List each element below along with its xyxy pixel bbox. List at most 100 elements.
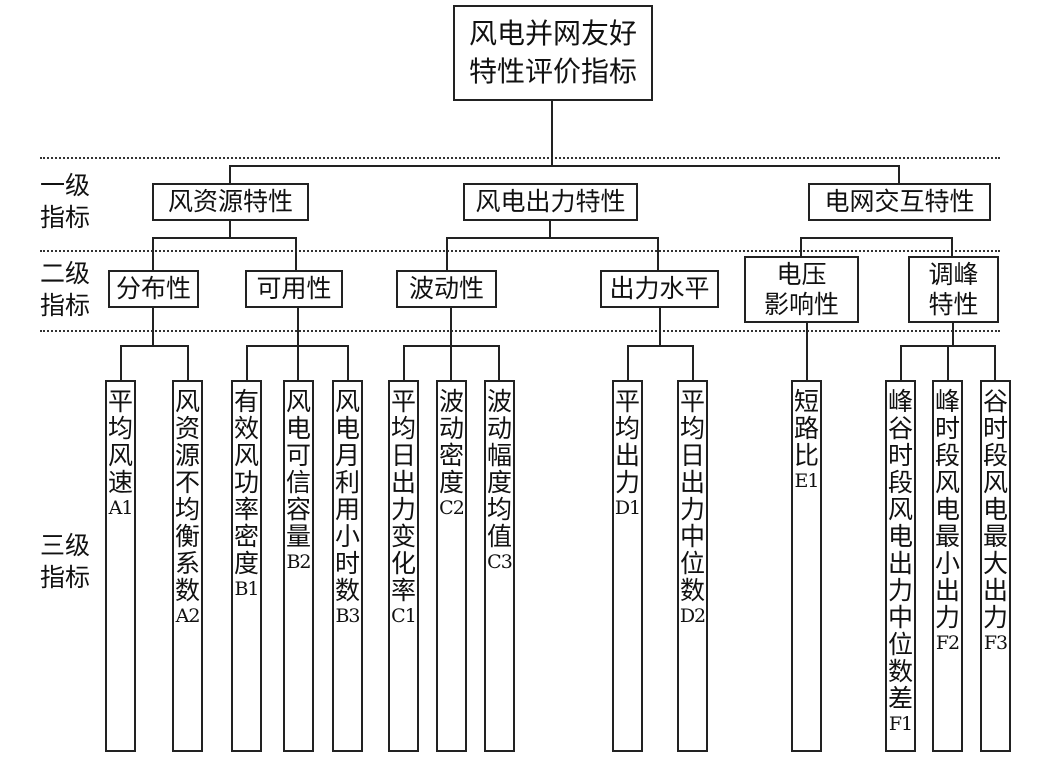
connector	[900, 345, 902, 381]
level2-node-distribution: 分布性	[108, 270, 199, 308]
connector	[295, 237, 297, 271]
node-label: 影响性	[763, 289, 839, 319]
connector	[229, 165, 231, 184]
leaf-text: 波动密度	[438, 387, 464, 497]
connector	[152, 237, 154, 271]
level1-label: 一级指标	[40, 170, 90, 234]
connector	[297, 306, 299, 346]
level-label-text: 三级	[40, 531, 91, 560]
leaf-code: C2	[439, 497, 465, 519]
connector	[446, 237, 448, 271]
leaf-text: 风资源不均衡系数	[174, 387, 200, 605]
connector	[800, 237, 953, 239]
connector	[657, 237, 659, 271]
leaf-code: B3	[335, 605, 360, 627]
leaf-text: 有效风功率密度	[233, 387, 259, 578]
level2-node-output-level: 出力水平	[600, 270, 719, 308]
leaf-text: 平均出力	[614, 387, 640, 497]
connector	[450, 345, 452, 381]
separator-middle	[40, 250, 1000, 252]
connector	[120, 345, 122, 381]
leaf-code: F2	[935, 632, 960, 654]
node-label: 波动性	[408, 274, 484, 303]
root-node: 风电并网友好 特性评价指标	[453, 5, 653, 101]
leaf-code: F3	[983, 632, 1008, 654]
leaf-code: A1	[108, 497, 134, 519]
level1-node-wind-output: 风电出力特性	[463, 183, 638, 221]
node-label: 分布性	[115, 274, 191, 303]
level2-label: 二级指标	[40, 258, 90, 322]
level2-node-peak-regulation: 调峰特性	[908, 256, 999, 323]
leaf-text: 风电可信容量	[285, 387, 311, 551]
node-label: 电压	[776, 259, 827, 289]
separator-top	[40, 157, 1000, 159]
leaf-text: 平均日出力中位数	[679, 387, 705, 605]
level-label-text: 二级	[40, 259, 91, 288]
leaf-text: 平均日出力变化率	[390, 387, 416, 605]
connector	[229, 219, 231, 238]
connector	[246, 345, 248, 381]
node-label: 特性	[928, 289, 979, 319]
leaf-text: 峰谷时段风电出力中位数差	[887, 387, 913, 713]
connector	[549, 219, 551, 238]
node-label: 风电出力特性	[475, 187, 626, 216]
connector	[551, 100, 553, 166]
leaf-code: F1	[888, 713, 913, 735]
connector	[951, 237, 953, 257]
connector	[806, 321, 808, 381]
connector	[947, 345, 949, 381]
connector	[498, 345, 500, 381]
connector	[120, 345, 189, 347]
leaf-code: D1	[614, 497, 641, 519]
connector	[952, 321, 954, 346]
node-label: 可用性	[256, 274, 332, 303]
connector	[229, 165, 900, 167]
node-label: 调峰	[928, 259, 979, 289]
connector	[403, 345, 405, 381]
level1-node-wind-resource: 风资源特性	[152, 183, 309, 221]
leaf-text: 波动幅度均值	[486, 387, 512, 551]
level-label-text: 一级	[40, 171, 91, 200]
leaf-code: C1	[391, 605, 417, 627]
connector	[297, 345, 299, 381]
level-label-text: 指标	[40, 203, 91, 232]
leaf-text: 平均风速	[107, 387, 133, 497]
connector	[152, 306, 154, 346]
node-label: 电网交互特性	[824, 187, 975, 216]
leaf-text: 峰时段风电最小出力	[934, 387, 960, 632]
node-label: 风资源特性	[167, 187, 293, 216]
leaf-text: 短路比	[793, 387, 819, 470]
connector	[800, 237, 802, 257]
connector	[898, 165, 900, 184]
connector	[627, 345, 629, 381]
level2-node-availability: 可用性	[245, 270, 343, 308]
connector	[627, 345, 694, 347]
connector	[187, 345, 189, 381]
separator-bottom	[40, 330, 1000, 332]
root-line2: 特性评价指标	[468, 55, 637, 88]
connector	[692, 345, 694, 381]
connector	[446, 237, 659, 239]
connector	[450, 306, 452, 346]
leaf-code: A2	[175, 605, 201, 627]
leaf-code: E1	[794, 470, 820, 492]
leaf-text: 风电月利用小时数	[334, 387, 360, 605]
level1-node-grid-interaction: 电网交互特性	[808, 183, 991, 221]
leaf-code: B2	[286, 551, 311, 573]
level3-label: 三级指标	[40, 530, 90, 594]
level2-node-volatility: 波动性	[396, 270, 497, 308]
level2-node-voltage-impact: 电压影响性	[744, 256, 859, 323]
